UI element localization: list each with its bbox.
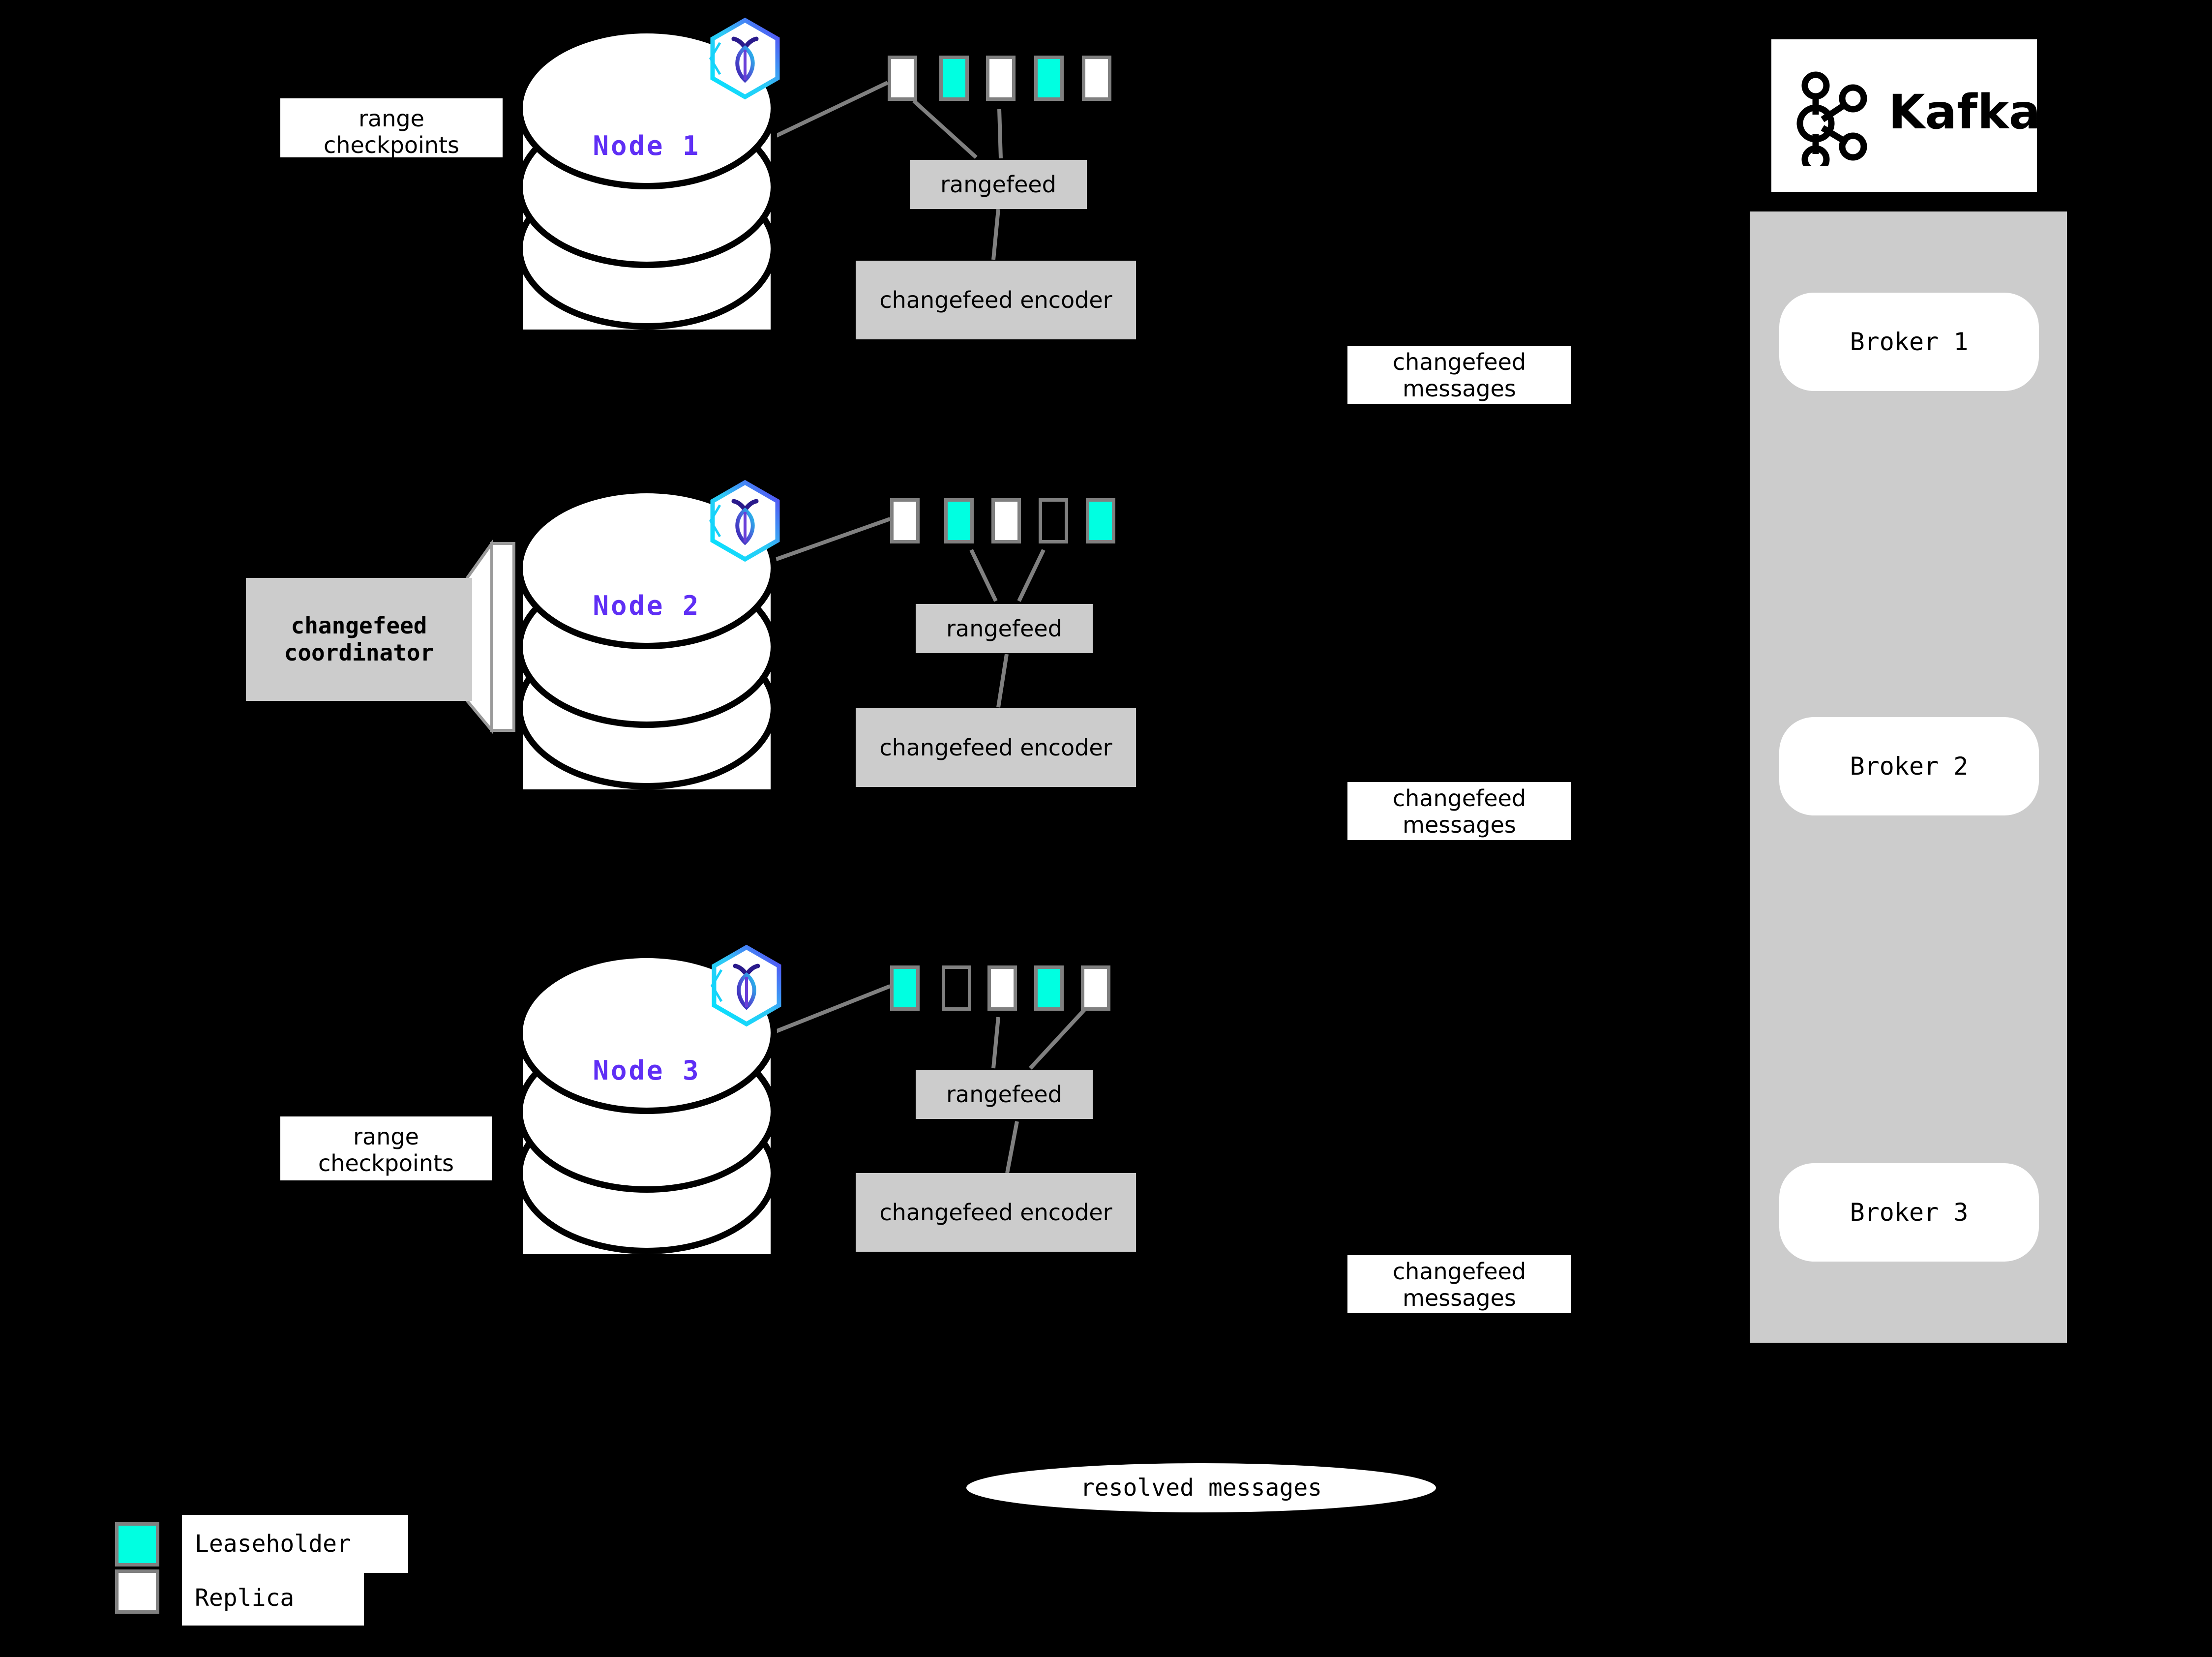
cockroachdb-hexagon-icon (708, 480, 782, 562)
node-2-changefeed-encoder-box[interactable]: changefeed encoder (856, 708, 1136, 787)
changefeed-messages-label-1: changefeed messages (1347, 346, 1571, 404)
changefeed-coordinator-box[interactable]: changefeed coordinator (246, 578, 472, 701)
node-1-label: Node 1 (593, 130, 701, 161)
range-box[interactable] (1082, 56, 1111, 101)
cockroachdb-hexagon-icon (708, 17, 782, 100)
changefeed-messages-label-3: changefeed messages (1347, 1255, 1571, 1313)
node-1-rangefeed-box[interactable]: rangefeed (910, 160, 1087, 209)
node-3-cylinder (516, 952, 777, 1254)
legend-swatch-leaseholder (115, 1522, 159, 1567)
range-box[interactable] (1081, 965, 1110, 1011)
broker-3-card[interactable]: Broker 3 (1779, 1163, 2039, 1262)
range-box[interactable] (1086, 498, 1115, 543)
range-box[interactable] (1039, 498, 1068, 543)
legend-label-replica: Replica (182, 1570, 364, 1626)
node-2-cylinder (516, 487, 777, 789)
kafka-node-graph-icon (1792, 68, 1872, 174)
coordinator-ribbon-flap (466, 539, 515, 735)
node-2-label: Node 2 (593, 590, 701, 621)
broker-1-card[interactable]: Broker 1 (1779, 293, 2039, 391)
range-box[interactable] (1034, 56, 1064, 101)
node-2-rangefeed-box[interactable]: rangefeed (916, 604, 1093, 653)
broker-2-card[interactable]: Broker 2 (1779, 717, 2039, 815)
kafka-wordmark: Kafka (1888, 85, 2041, 140)
range-box[interactable] (888, 56, 917, 101)
resolved-messages-pill[interactable]: resolved messages (966, 1463, 1436, 1512)
legend-swatch-replica (115, 1569, 159, 1614)
node-3-rangefeed-box[interactable]: rangefeed (916, 1070, 1093, 1119)
changefeed-messages-label-2: changefeed messages (1347, 782, 1571, 840)
range-box[interactable] (944, 498, 974, 543)
range-box[interactable] (890, 965, 920, 1011)
range-box[interactable] (890, 498, 920, 543)
kafka-logo-card: Kafka (1771, 39, 2041, 192)
node-1-range-checkpoints-label: range checkpoints (280, 98, 503, 158)
node-1-changefeed-encoder-box[interactable]: changefeed encoder (856, 261, 1136, 339)
node-3-range-checkpoints-label: range checkpoints (280, 1116, 492, 1180)
cockroachdb-hexagon-icon (710, 944, 783, 1027)
legend-label-leaseholder: Leaseholder (182, 1515, 408, 1573)
range-box[interactable] (1034, 965, 1064, 1011)
node-3-changefeed-encoder-box[interactable]: changefeed encoder (856, 1173, 1136, 1252)
node-3-label: Node 3 (593, 1055, 701, 1086)
range-box[interactable] (986, 56, 1016, 101)
range-box[interactable] (987, 965, 1017, 1011)
range-box[interactable] (942, 965, 971, 1011)
range-box[interactable] (939, 56, 969, 101)
range-box[interactable] (991, 498, 1021, 543)
